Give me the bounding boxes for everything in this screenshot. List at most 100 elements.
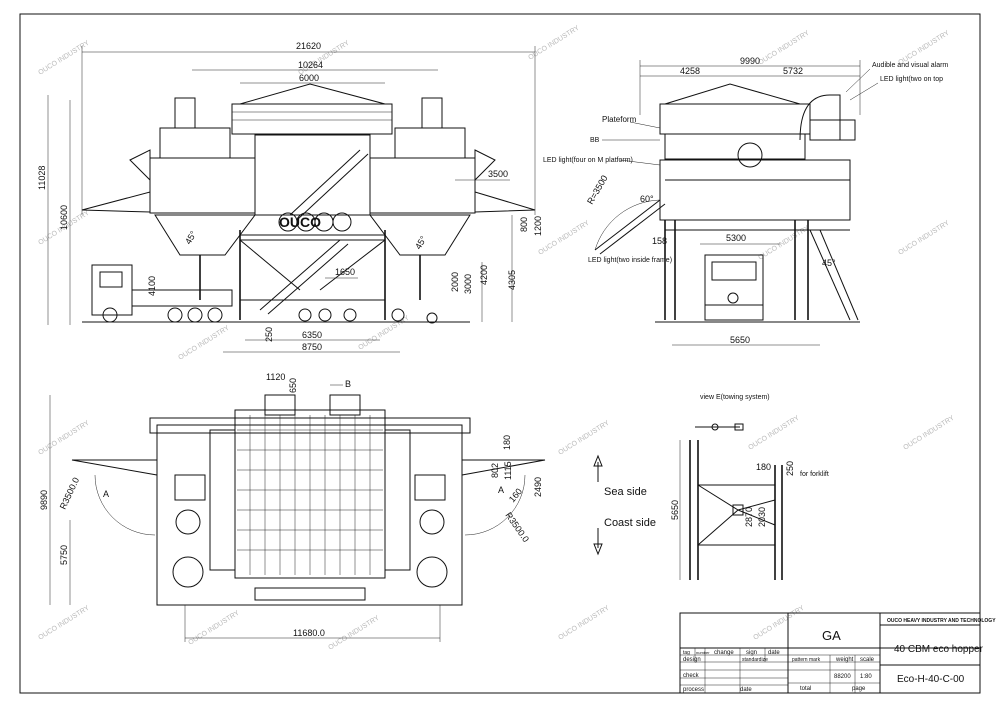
lbl-total: total <box>800 686 811 692</box>
dim-r3500: R=3500 <box>585 173 610 206</box>
dim-650: 650 <box>288 378 298 393</box>
dim-1115: 1115 <box>503 461 513 480</box>
product-name: 40 CBM eco hopper <box>894 644 984 655</box>
label-led-top: LED light(two on top <box>880 76 943 83</box>
dim-4100: 4100 <box>147 276 157 296</box>
watermark: OUCO INDUSTRY <box>902 415 956 452</box>
watermark: OUCO INDUSTRY <box>37 605 91 642</box>
row-standardize: standardize <box>742 657 768 663</box>
dim-4200: 4200 <box>479 265 489 285</box>
label-a-right: A <box>498 485 504 495</box>
dim-3500-front: 3500 <box>488 169 508 179</box>
dim-2870: 2870 <box>744 507 754 527</box>
label-b: B <box>345 379 351 389</box>
row-date: date <box>740 687 752 693</box>
dim-1650: 1650 <box>335 267 355 277</box>
watermark: OUCO INDUSTRY <box>327 615 381 652</box>
label-alarm: Audible and visual alarm <box>872 62 948 69</box>
truck <box>91 264 233 323</box>
drawing-border <box>19 13 981 694</box>
row-design: design <box>683 657 701 663</box>
drawing-type: GA <box>822 628 841 643</box>
label-forklift: for forklift <box>800 471 829 478</box>
hdr-tag: tag <box>683 650 690 656</box>
hdr-change: change <box>714 650 734 656</box>
dim-9990: 9990 <box>740 56 760 66</box>
watermark: OUCO INDUSTRY <box>177 325 231 362</box>
label-coast-side: Coast side <box>604 517 656 529</box>
label-bb: BB <box>590 137 600 144</box>
dim-4305: 4305 <box>507 270 517 290</box>
label-led-m: LED light(four on M platform) <box>543 157 633 164</box>
dim-9890: 9890 <box>39 490 49 510</box>
side-elevation-view: 9990 4258 5732 Audible and visual alarm … <box>543 56 948 346</box>
towing-title: view E(towing system) <box>700 394 770 401</box>
dim-250-tow: 250 <box>785 461 795 476</box>
row-process: process <box>683 687 704 693</box>
dim-45-front: 45° <box>183 229 199 246</box>
dim-11028: 11028 <box>37 166 47 190</box>
dim-21620: 21620 <box>296 41 321 51</box>
dim-r3500-right: R3500.0 <box>503 510 531 544</box>
dim-250: 250 <box>264 327 274 342</box>
lbl-scale: scale <box>860 657 875 663</box>
dim-45-front-r: 45° <box>413 234 429 251</box>
hdr-number: number <box>696 650 710 655</box>
label-a-left: A <box>103 489 109 499</box>
drawing-number: Eco-H-40-C-00 <box>897 674 965 685</box>
dim-60: 60° <box>640 194 654 204</box>
dim-2490: 2490 <box>533 477 543 497</box>
dim-2000: 2000 <box>450 272 460 292</box>
watermark: OUCO INDUSTRY <box>747 415 801 452</box>
dim-1120: 1120 <box>266 372 285 382</box>
dim-6350: 6350 <box>302 330 322 340</box>
dim-3000: 3000 <box>463 274 473 294</box>
ouco-logo: OUCO <box>279 214 321 230</box>
lbl-pattern-mark: pattern mark <box>792 657 821 663</box>
dim-800: 800 <box>519 217 529 232</box>
dim-11680: 11680.0 <box>293 628 325 638</box>
dim-5650-tow: 5650 <box>670 500 680 520</box>
dim-5300: 5300 <box>726 233 746 243</box>
val-scale: 1:80 <box>860 674 872 680</box>
dim-180-plan: 180 <box>502 435 512 450</box>
dim-5750: 5750 <box>59 545 69 565</box>
dim-10264: 10264 <box>298 60 323 70</box>
dim-6000: 6000 <box>299 73 319 83</box>
label-platform: Plateform <box>602 115 637 124</box>
label-sea-side: Sea side <box>604 486 647 498</box>
watermark: OUCO INDUSTRY <box>37 420 91 457</box>
dim-45-side: 45° <box>822 258 836 268</box>
company-name: OUCO HEAVY INDUSTRY AND TECHNOLOGY <box>887 618 996 624</box>
row-check: check <box>683 673 700 679</box>
lbl-page: page <box>852 686 866 692</box>
val-weight: 88200 <box>834 674 851 680</box>
grid-bars <box>237 415 383 575</box>
hdr-sign: sign <box>746 650 757 656</box>
label-led-inside: LED light(two inside frame) <box>588 257 672 264</box>
dim-5732: 5732 <box>783 66 803 76</box>
hdr-date: date <box>768 650 780 656</box>
watermark: OUCO INDUSTRY <box>757 30 811 67</box>
dim-8750: 8750 <box>302 342 322 352</box>
dim-5650-side: 5650 <box>730 335 750 345</box>
dim-802: 802 <box>490 463 500 478</box>
watermark: OUCO INDUSTRY <box>37 40 91 77</box>
watermark: OUCO INDUSTRY <box>187 610 241 647</box>
watermark: OUCO INDUSTRY <box>557 420 611 457</box>
watermark: OUCO INDUSTRY <box>537 220 591 257</box>
dim-4258: 4258 <box>680 66 700 76</box>
watermark: OUCO INDUSTRY <box>557 605 611 642</box>
watermark: OUCO INDUSTRY <box>527 25 581 62</box>
dim-180-tow: 180 <box>756 462 771 472</box>
dim-2030: 2030 <box>757 507 767 527</box>
dim-1200: 1200 <box>533 216 543 236</box>
front-elevation-view: 21620 10264 6000 11028 10600 3500 <box>37 41 543 353</box>
watermark: OUCO INDUSTRY <box>752 605 806 642</box>
dim-158: 158 <box>652 236 667 246</box>
dim-10600: 10600 <box>59 205 69 230</box>
title-block: OUCO HEAVY INDUSTRY AND TECHNOLOGY GA 40… <box>679 612 996 694</box>
lbl-weight: weight <box>835 657 854 663</box>
watermark: OUCO INDUSTRY <box>357 315 411 352</box>
